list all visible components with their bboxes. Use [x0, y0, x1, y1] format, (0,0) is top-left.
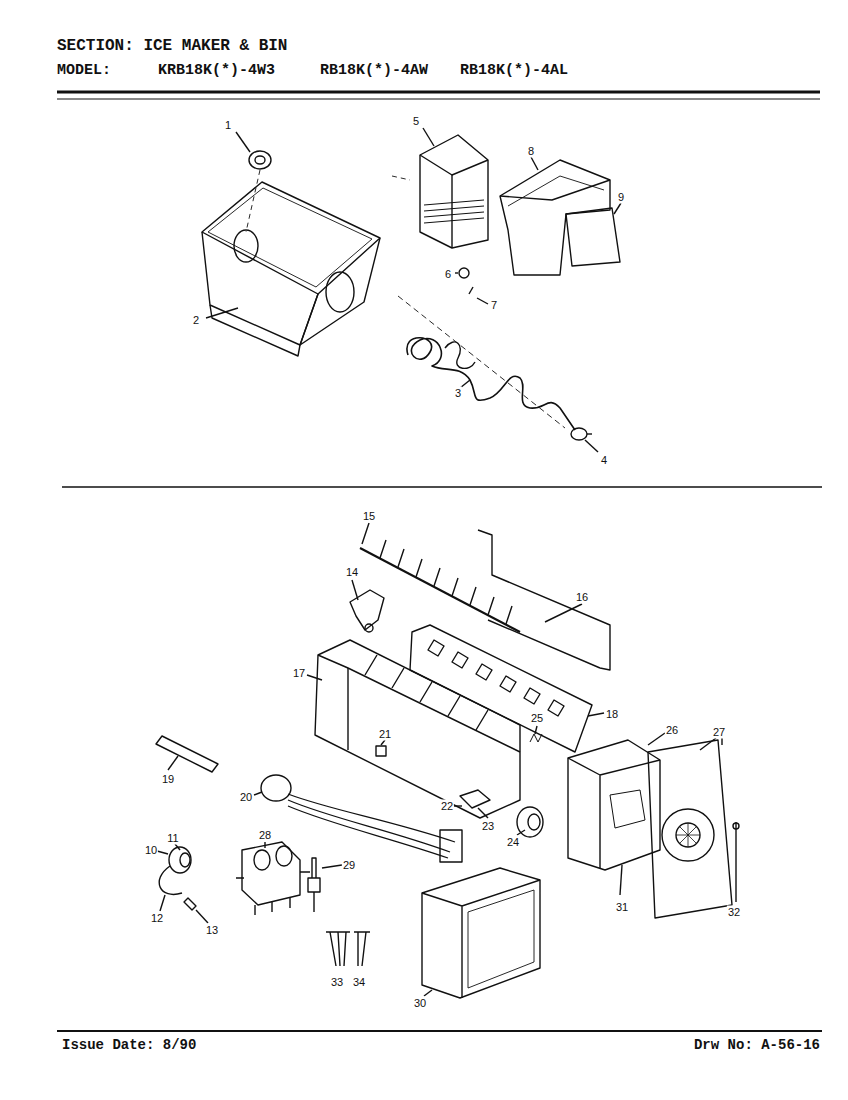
callout-number: 22 — [440, 800, 454, 813]
callout-number: 20 — [239, 791, 253, 804]
callout-number: 26 — [665, 724, 679, 737]
drawing-number: Drw No: A-56-16 — [694, 1038, 820, 1052]
callout-number: 8 — [527, 145, 535, 158]
model-number: RB18K(*)-4AW — [320, 63, 428, 78]
callout-number: 28 — [258, 829, 272, 842]
callout-number: 27 — [712, 726, 726, 739]
callout-number: 4 — [600, 454, 608, 467]
callout-number: 29 — [342, 859, 356, 872]
callout-number: 15 — [362, 510, 376, 523]
callout-number: 10 — [144, 844, 158, 857]
model-heading: MODEL: — [57, 63, 111, 78]
callout-number: 5 — [412, 115, 420, 128]
model-number: RB18K(*)-4AL — [460, 63, 568, 78]
callout-number: 30 — [413, 997, 427, 1010]
callout-number: 7 — [490, 299, 498, 312]
callout-number: 25 — [530, 712, 544, 725]
callout-number: 32 — [727, 906, 741, 919]
callout-number: 17 — [292, 667, 306, 680]
callout-number: 18 — [605, 708, 619, 721]
callout-number: 13 — [205, 924, 219, 937]
callout-number: 16 — [575, 591, 589, 604]
callout-number: 6 — [444, 268, 452, 281]
callout-number: 2 — [192, 314, 200, 327]
section-title: SECTION: ICE MAKER & BIN — [57, 38, 287, 54]
callout-number: 33 — [330, 976, 344, 989]
callout-number: 19 — [161, 773, 175, 786]
callout-number: 14 — [345, 566, 359, 579]
model-number: KRB18K(*)-4W3 — [158, 63, 275, 78]
callout-number: 3 — [454, 387, 462, 400]
callout-number: 1 — [224, 119, 232, 132]
callout-number: 21 — [378, 728, 392, 741]
callout-number: 11 — [166, 832, 179, 845]
callout-number: 24 — [506, 836, 520, 849]
callout-number: 12 — [150, 912, 164, 925]
callout-number: 9 — [617, 191, 625, 204]
callout-number: 34 — [352, 976, 366, 989]
callout-number: 31 — [615, 901, 629, 914]
callout-number: 23 — [481, 820, 495, 833]
issue-date: Issue Date: 8/90 — [62, 1038, 196, 1052]
